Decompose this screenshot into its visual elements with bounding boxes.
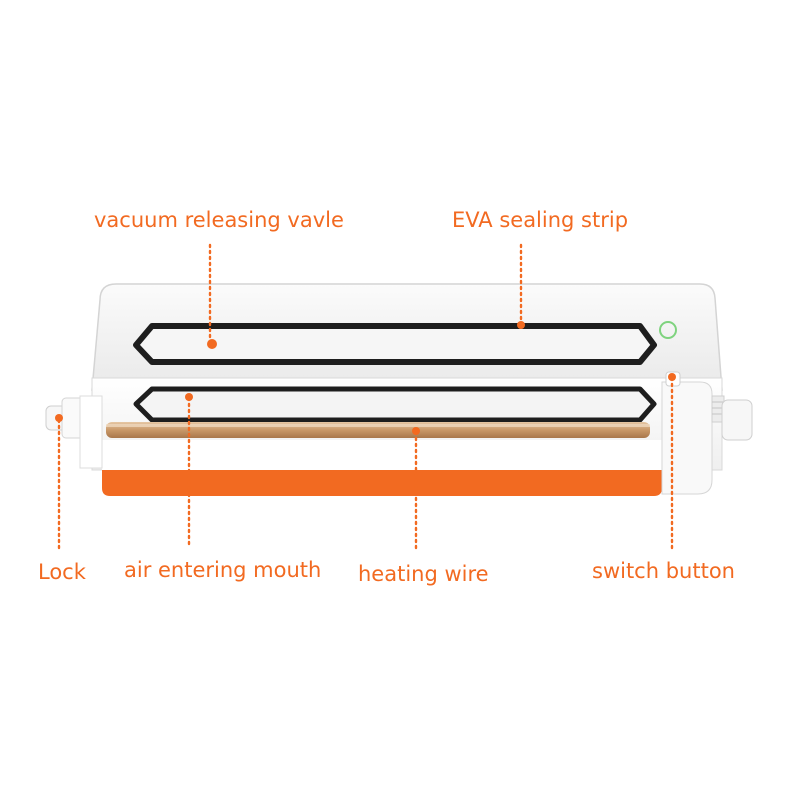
dot-heating — [412, 427, 420, 435]
dot-lock — [55, 414, 63, 422]
dot-switch — [668, 373, 676, 381]
callout-dots — [55, 321, 676, 435]
label-air-entering-mouth: air entering mouth — [124, 558, 322, 582]
lower-gasket — [133, 386, 657, 423]
lock-latch — [45, 395, 103, 469]
lid — [91, 283, 723, 391]
label-heating-wire: heating wire — [358, 562, 489, 586]
dot-air — [185, 393, 193, 401]
dot-eva — [517, 321, 525, 329]
dot-vacuum — [207, 339, 217, 349]
callout-leaders — [57, 243, 674, 550]
power-cord-icon — [711, 395, 753, 441]
indicator-light-icon — [659, 321, 677, 339]
base — [45, 371, 753, 496]
label-eva-sealing-strip: EVA sealing strip — [452, 208, 629, 232]
label-switch-button: switch button — [592, 559, 735, 583]
eva-sealing-strip-gasket — [133, 323, 657, 365]
label-vacuum-releasing-valve: vacuum releasing vavle — [94, 208, 344, 232]
label-lock: Lock — [38, 560, 86, 584]
